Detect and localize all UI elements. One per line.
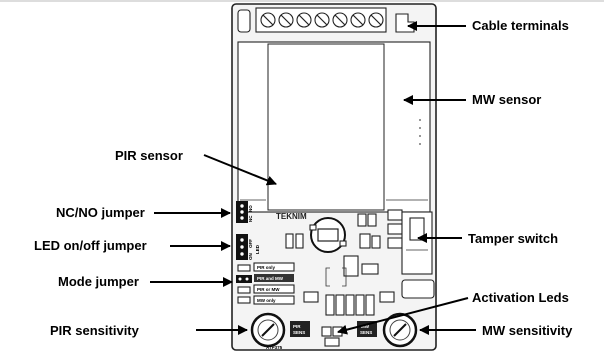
mode-option-box-selected xyxy=(254,274,294,282)
label-nc-no-jumper: NC/NO jumper xyxy=(56,205,145,220)
led-label: LED xyxy=(255,244,260,254)
annotation-arrows xyxy=(150,21,476,335)
label-mode-jumper: Mode jumper xyxy=(58,274,139,289)
nc-no-jumper-block: NC NO xyxy=(236,201,253,223)
terminal-clip-left xyxy=(237,9,251,33)
mode-option-pir-or-mw: PIR or MW xyxy=(257,287,280,292)
mode-jumper-block: PIR only PIR and MW PIR or MW MW only xyxy=(236,262,295,305)
label-mw-sensor: MW sensor xyxy=(472,92,541,107)
pir-sensitivity-knob xyxy=(250,312,286,348)
label-mw-sensitivity: MW sensitivity xyxy=(482,323,573,338)
led-on-label: ON xyxy=(248,253,253,260)
no-label: NO xyxy=(248,205,253,212)
model-number: ATP375 xyxy=(266,345,283,350)
mode-option-pir-only: PIR only xyxy=(257,265,275,270)
annotation-labels: Cable terminals MW sensor PIR sensor NC/… xyxy=(34,18,573,338)
cable-terminal-block xyxy=(237,7,415,33)
pir-sensor-component xyxy=(309,217,347,253)
label-pir-sensitivity: PIR sensitivity xyxy=(50,323,140,338)
mw-sensor-frame xyxy=(237,41,431,213)
nc-label: NC xyxy=(248,215,253,222)
tamper-switch xyxy=(401,211,435,299)
brand-logo: TEKNIM xyxy=(276,212,307,221)
mode-option-box xyxy=(253,284,295,294)
svg-text:MW: MW xyxy=(361,324,370,329)
svg-text:SENS: SENS xyxy=(360,330,372,335)
svg-text:PIR: PIR xyxy=(293,324,301,329)
mode-option-box xyxy=(253,295,295,305)
label-led-jumper: LED on/off jumper xyxy=(34,238,147,253)
tamper-switch-body xyxy=(401,211,433,275)
mode-jumper-cap xyxy=(236,275,252,283)
led-off-label: OFF xyxy=(248,239,253,248)
label-tamper-switch: Tamper switch xyxy=(468,231,558,246)
pir-sens-label: PIR SENS xyxy=(290,321,310,337)
mw-sensor-inner-panel xyxy=(267,43,385,211)
mw-sensitivity-knob xyxy=(382,312,418,348)
mode-option-mw-only: MW only xyxy=(257,298,276,303)
arrow-pir-sensor xyxy=(203,154,277,186)
svg-text:SENS: SENS xyxy=(293,330,305,335)
terminal-screws xyxy=(260,12,384,28)
misc-components xyxy=(285,209,403,316)
mw-sensor-module xyxy=(237,41,431,213)
arrow-activation-leds xyxy=(337,297,469,335)
led-jumper-block: ON OFF LED xyxy=(236,234,260,260)
label-pir-sensor: PIR sensor xyxy=(115,148,183,163)
pcb-board: NC NO TEKNIM ON OFF LED PIR only PIR and… xyxy=(231,3,437,351)
label-activation-leds: Activation Leds xyxy=(472,290,569,305)
pir-sensor-dome xyxy=(310,217,346,253)
mode-option-box xyxy=(253,262,295,272)
label-cable-terminals: Cable terminals xyxy=(472,18,569,33)
mode-option-pir-and-mw: PIR and MW xyxy=(257,276,284,281)
